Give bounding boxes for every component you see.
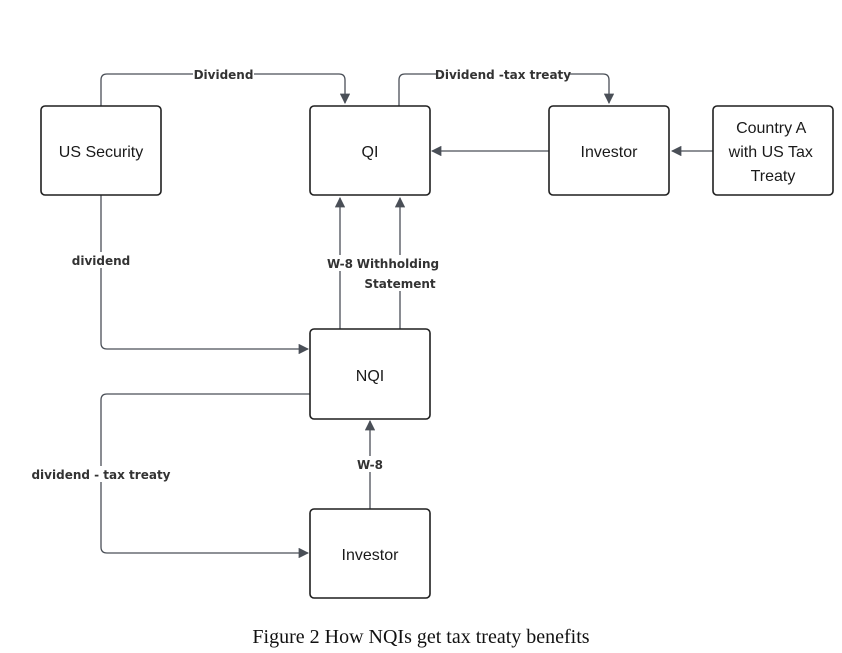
edge-label-dividend-top: Dividend (194, 68, 254, 82)
node-qi-label: QI (362, 144, 379, 161)
node-investor-bottom-label: Investor (342, 547, 400, 564)
node-investor-top-label: Investor (581, 144, 639, 161)
node-country-a-line1: Country A (736, 120, 807, 137)
node-nqi: NQI (309, 328, 431, 420)
node-country-a: Country A with US Tax Treaty (712, 105, 834, 196)
edge-label-dividend-left: dividend (72, 254, 131, 268)
edge-label-dividend-tax-treaty-left: dividend - tax treaty (31, 468, 170, 482)
node-qi: QI (309, 105, 431, 196)
node-country-a-label: Country A with US Tax Treaty (728, 120, 818, 185)
edge-label-withholding-statement: Withholding Statement (357, 257, 444, 291)
node-country-a-line2: with US Tax (728, 144, 813, 161)
edge-label-withholding-line1: Withholding (357, 257, 439, 271)
node-us-security-label: US Security (59, 144, 143, 161)
node-investor-bottom: Investor (309, 508, 431, 599)
edge-label-w8-nqi-qi: W-8 (327, 257, 353, 271)
edge-label-w8-investor-nqi: W-8 (357, 458, 383, 472)
figure-caption: Figure 2 How NQIs get tax treaty benefit… (252, 626, 590, 648)
edge-label-withholding-line2: Statement (364, 277, 436, 291)
node-us-security: US Security (40, 105, 162, 196)
node-country-a-line3: Treaty (751, 168, 796, 185)
edge-us-security-to-nqi (100, 195, 310, 355)
node-nqi-label: NQI (356, 368, 384, 385)
node-investor-top: Investor (548, 105, 670, 196)
edge-label-dividend-tax-treaty-top: Dividend -tax treaty (435, 68, 571, 82)
